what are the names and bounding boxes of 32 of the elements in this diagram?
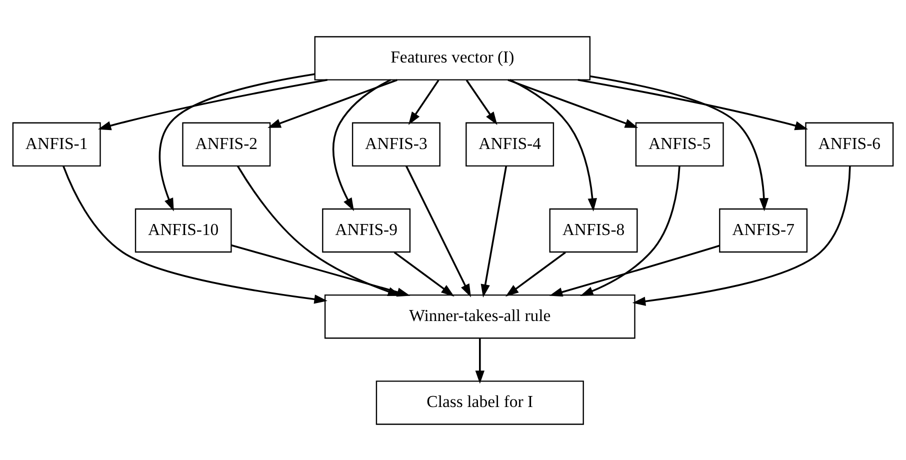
node-box: ANFIS-2 bbox=[182, 122, 271, 166]
arrow bbox=[580, 166, 680, 296]
node-box: ANFIS-8 bbox=[549, 208, 638, 252]
arrow bbox=[505, 251, 566, 296]
node-box: ANFIS-5 bbox=[635, 122, 724, 166]
arrow bbox=[332, 78, 392, 211]
arrow bbox=[394, 251, 454, 296]
node-box: ANFIS-7 bbox=[719, 208, 808, 252]
node-box: ANFIS-3 bbox=[352, 122, 440, 166]
arrow bbox=[510, 78, 597, 212]
arrow bbox=[268, 78, 398, 128]
arrow bbox=[590, 74, 769, 211]
node-box: ANFIS-10 bbox=[134, 208, 232, 252]
node-box: Winner-takes-all rule bbox=[324, 294, 636, 338]
arrow bbox=[158, 72, 315, 211]
arrow bbox=[578, 78, 808, 130]
arrow bbox=[405, 165, 471, 297]
arrow bbox=[98, 78, 328, 130]
node-box: ANFIS-9 bbox=[322, 208, 411, 252]
arrow bbox=[475, 338, 485, 384]
node-box: ANFIS-1 bbox=[12, 122, 101, 166]
arrow bbox=[62, 165, 328, 304]
arrow bbox=[466, 79, 498, 124]
node-box: Class label for I bbox=[376, 380, 584, 424]
arrow bbox=[408, 79, 440, 125]
arrow bbox=[549, 244, 720, 296]
node-box: ANFIS-4 bbox=[466, 122, 554, 166]
arrow bbox=[508, 78, 638, 128]
arrow bbox=[480, 165, 508, 298]
node-box: Features vector (I) bbox=[314, 36, 591, 80]
node-box: ANFIS-6 bbox=[805, 122, 894, 166]
arrow bbox=[632, 166, 851, 306]
